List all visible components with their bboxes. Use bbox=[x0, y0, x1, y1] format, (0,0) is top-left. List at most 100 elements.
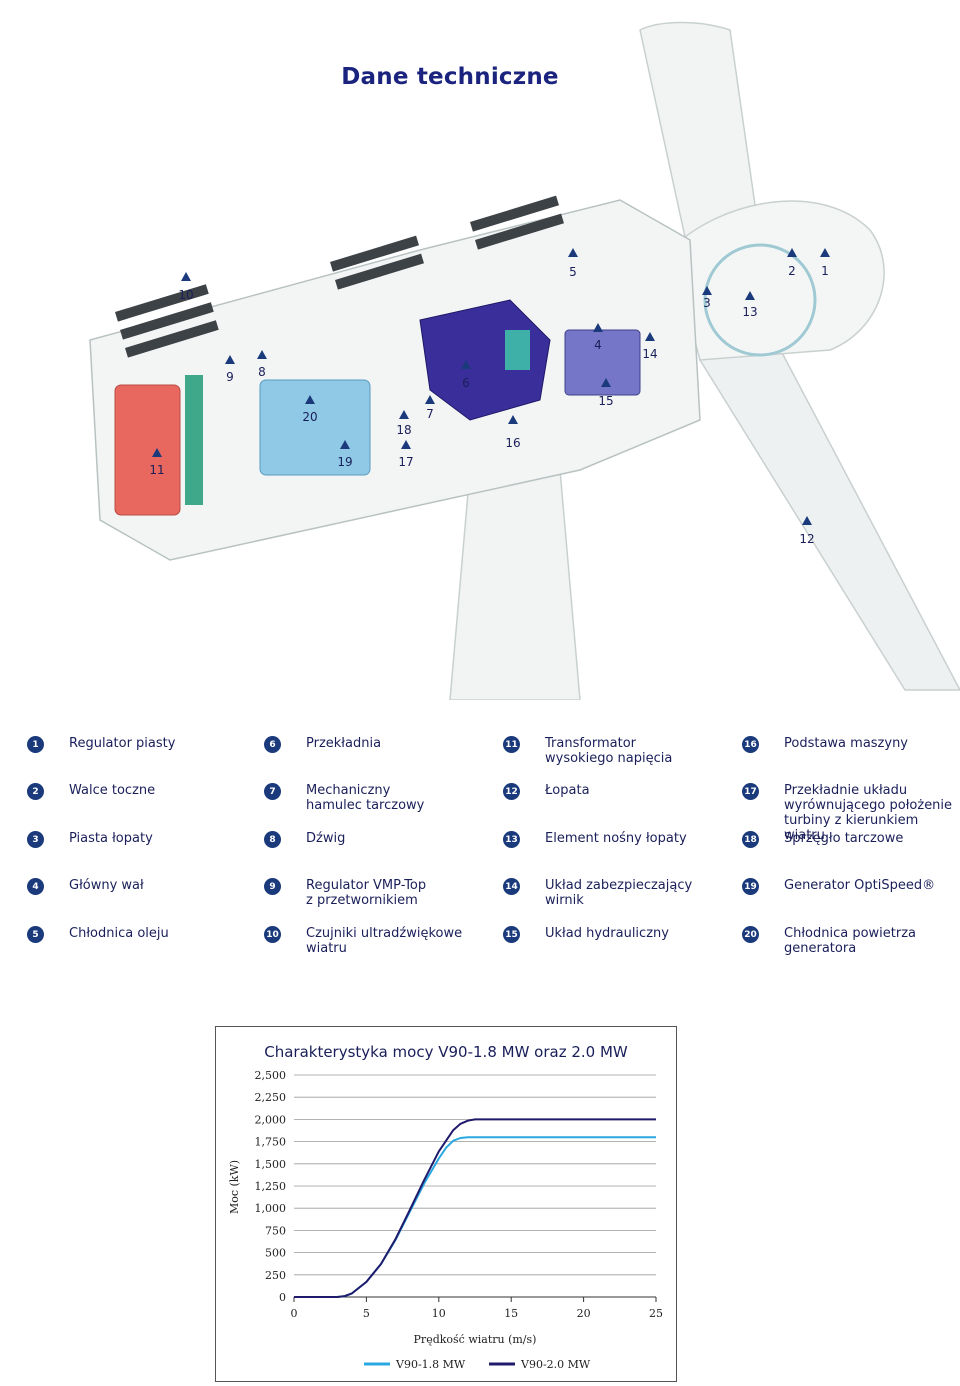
lower-blade bbox=[698, 329, 960, 691]
marker-2: 2 bbox=[787, 248, 797, 278]
y-tick-label: 0 bbox=[279, 1291, 286, 1304]
grid-lines bbox=[294, 1074, 656, 1276]
legend-label: Przekładnia bbox=[306, 736, 382, 751]
legend-series-label: V90-2.0 MW bbox=[520, 1358, 591, 1371]
svg-text:16: 16 bbox=[505, 436, 520, 450]
svg-text:12: 12 bbox=[799, 532, 814, 546]
legend-label: Układ hydrauliczny bbox=[545, 926, 669, 941]
y-tick-label: 750 bbox=[265, 1224, 286, 1237]
legend-number-badge: 20 bbox=[742, 926, 759, 943]
marker-9: 9 bbox=[225, 355, 235, 384]
series-line-2 bbox=[294, 1118, 656, 1298]
tower bbox=[449, 469, 581, 700]
legend-label: Generator OptiSpeed® bbox=[784, 878, 936, 893]
svg-text:20: 20 bbox=[302, 410, 317, 424]
legend-number-badge: 3 bbox=[27, 831, 44, 848]
hub-spinner bbox=[669, 200, 885, 361]
marker-10: 10 bbox=[178, 272, 194, 302]
page-title: Dane techniczne bbox=[341, 64, 559, 90]
legend-number-badge: 11 bbox=[503, 736, 520, 753]
y-tick-label: 2,250 bbox=[255, 1091, 287, 1104]
legend-label: Dźwig bbox=[306, 831, 346, 846]
legend-item-13: 13 Element nośny łopaty bbox=[503, 831, 728, 848]
y-tick-label: 250 bbox=[265, 1269, 286, 1282]
marker-19: 19 bbox=[337, 440, 353, 469]
legend-item-4: 4 Główny wał bbox=[27, 878, 252, 895]
y-tick-label: 2,500 bbox=[255, 1069, 287, 1082]
svg-text:10: 10 bbox=[178, 288, 193, 302]
legend-number-badge: 13 bbox=[503, 831, 520, 848]
legend-item-16: 16 Podstawa maszyny bbox=[742, 736, 957, 753]
legend-item-15: 15 Układ hydrauliczny bbox=[503, 926, 728, 943]
x-tick-label: 10 bbox=[432, 1307, 446, 1320]
legend-number-badge: 6 bbox=[264, 736, 281, 753]
upper-blade bbox=[639, 21, 761, 261]
series-line-1 bbox=[294, 1136, 656, 1298]
legend-number-badge: 19 bbox=[742, 878, 759, 895]
transformer bbox=[114, 384, 181, 516]
y-tick-label: 2,000 bbox=[255, 1113, 287, 1126]
legend-number-badge: 15 bbox=[503, 926, 520, 943]
legend-number-badge: 5 bbox=[27, 926, 44, 943]
legend-item-8: 8 Dźwig bbox=[264, 831, 489, 848]
power-curve-chart: Charakterystyka mocy V90-1.8 MW oraz 2.0… bbox=[215, 1026, 677, 1382]
marker-7: 7 bbox=[425, 395, 435, 421]
legend-number-badge: 2 bbox=[27, 783, 44, 800]
marker-17: 17 bbox=[398, 440, 414, 469]
svg-text:13: 13 bbox=[742, 305, 757, 319]
legend-label: Główny wał bbox=[69, 878, 144, 893]
x-axis-label: Prędkość wiatru (m/s) bbox=[414, 1333, 537, 1346]
marker-4: 4 bbox=[593, 323, 603, 352]
nacelle-housing bbox=[89, 199, 701, 561]
marker-12: 12 bbox=[799, 516, 815, 546]
legend-number-badge: 16 bbox=[742, 736, 759, 753]
legend-number-badge: 14 bbox=[503, 878, 520, 895]
legend-label: Podstawa maszyny bbox=[784, 736, 909, 751]
legend-label: Element nośny łopaty bbox=[545, 831, 687, 846]
svg-text:4: 4 bbox=[594, 338, 602, 352]
chart-svg: Charakterystyka mocy V90-1.8 MW oraz 2.0… bbox=[228, 1043, 663, 1371]
marker-14: 14 bbox=[642, 332, 658, 361]
legend-number-badge: 8 bbox=[264, 831, 281, 848]
svg-text:18: 18 bbox=[396, 423, 411, 437]
legend-number-badge: 9 bbox=[264, 878, 281, 895]
cooler-panel bbox=[185, 375, 203, 505]
accent-block bbox=[505, 330, 530, 370]
marker-1: 1 bbox=[820, 248, 830, 278]
marker-3: 3 bbox=[702, 286, 712, 310]
y-tick-label: 500 bbox=[265, 1247, 286, 1260]
y-tick-label: 1,250 bbox=[255, 1180, 287, 1193]
svg-text:7: 7 bbox=[426, 407, 434, 421]
legend-number-badge: 4 bbox=[27, 878, 44, 895]
legend-label: Walce toczne bbox=[69, 783, 156, 798]
legend-label: Piasta łopaty bbox=[69, 831, 153, 846]
legend-series-label: V90-1.8 MW bbox=[395, 1358, 466, 1371]
svg-text:15: 15 bbox=[598, 394, 613, 408]
marker-6: 6 bbox=[461, 360, 471, 390]
marker-15: 15 bbox=[598, 378, 614, 408]
x-tick-label: 5 bbox=[363, 1307, 370, 1320]
marker-16: 16 bbox=[505, 415, 521, 450]
marker-5: 5 bbox=[568, 248, 578, 279]
svg-text:3: 3 bbox=[703, 296, 711, 310]
svg-text:8: 8 bbox=[258, 365, 266, 379]
svg-text:2: 2 bbox=[788, 264, 796, 278]
legend-item-19: 19 Generator OptiSpeed® bbox=[742, 878, 957, 895]
legend-number-badge: 18 bbox=[742, 831, 759, 848]
legend-item-1: 1 Regulator piasty bbox=[27, 736, 252, 753]
marker-13: 13 bbox=[742, 291, 758, 319]
svg-text:14: 14 bbox=[642, 347, 657, 361]
svg-text:6: 6 bbox=[462, 376, 470, 390]
